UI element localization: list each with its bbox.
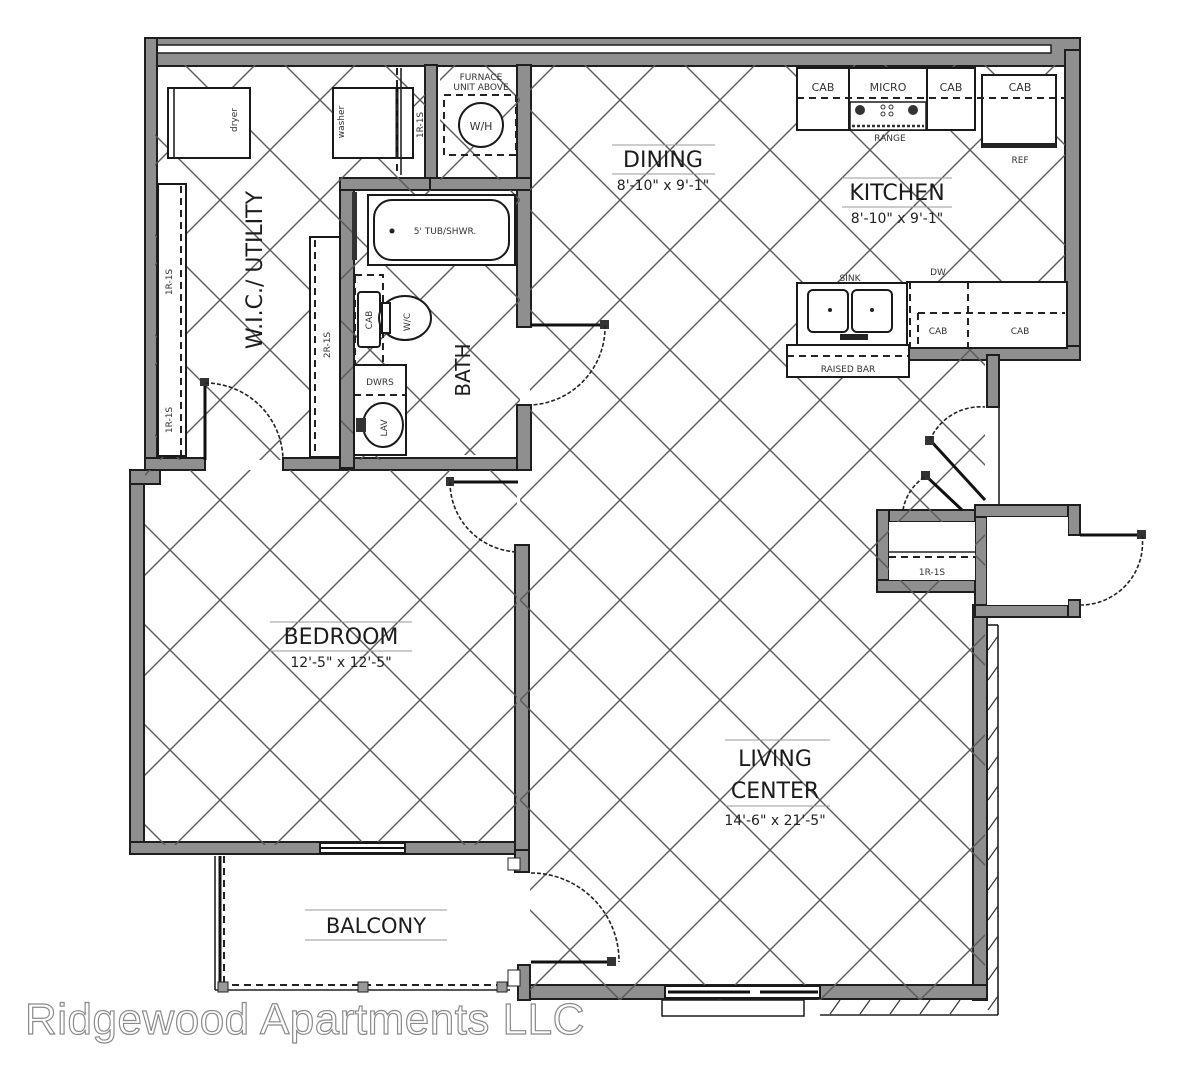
bath-cab-label: CAB bbox=[365, 311, 375, 330]
kitchen-upper-cabinets: CAB MICRO CAB CAB RANGE REF bbox=[796, 67, 1065, 166]
toilet: CAB W/C bbox=[354, 274, 432, 366]
cab-label: CAB bbox=[812, 81, 835, 94]
dw-label: DW bbox=[930, 268, 946, 278]
room-label-living: LIVING CENTER 14'-6" x 21'-5" bbox=[724, 739, 830, 829]
cab-label: CAB bbox=[929, 327, 948, 337]
furnace-label-2: UNIT ABOVE bbox=[453, 83, 509, 93]
balcony bbox=[214, 856, 521, 993]
tub-label: 5' TUB/SHWR. bbox=[414, 227, 477, 237]
shelf-label: 1R-1S bbox=[165, 407, 175, 434]
room-dimensions: 8'-10" x 9'-1" bbox=[617, 178, 709, 194]
micro-label: MICRO bbox=[870, 81, 907, 94]
room-label-kitchen: KITCHEN 8'-10" x 9'-1" bbox=[842, 177, 952, 227]
kitchen-counter: SINK DW CAB CAB RAISED BAR bbox=[786, 268, 1068, 378]
ref-label: REF bbox=[1011, 156, 1028, 166]
room-label-bath: BATH bbox=[451, 343, 475, 396]
range-label: RANGE bbox=[874, 134, 906, 144]
water-heater-label: W/H bbox=[470, 120, 493, 133]
cab-label: CAB bbox=[1009, 81, 1032, 94]
room-name: LIVING bbox=[738, 747, 812, 772]
cab-label: CAB bbox=[1011, 327, 1030, 337]
doors bbox=[200, 320, 1146, 966]
shelf-label: 1R-1S bbox=[165, 269, 175, 296]
room-dimensions: 12'-5" x 12'-5" bbox=[290, 655, 391, 671]
room-name: DINING bbox=[623, 148, 703, 173]
room-name: BALCONY bbox=[326, 914, 426, 938]
room-name-line2: CENTER bbox=[731, 779, 819, 804]
sink-label: SINK bbox=[839, 274, 861, 284]
room-name: BEDROOM bbox=[284, 625, 399, 650]
furnace-label: FURNACE bbox=[460, 73, 503, 83]
room-label-wic-utility: W.I.C./ UTILITY bbox=[243, 190, 268, 349]
lavatory-label: LAV bbox=[380, 419, 390, 437]
shelf-label: 2R-1S bbox=[323, 332, 333, 359]
room-name: KITCHEN bbox=[849, 181, 944, 206]
shelf-label: 1R-1S bbox=[416, 112, 426, 139]
room-label-bedroom: BEDROOM 12'-5" x 12'-5" bbox=[270, 621, 412, 671]
exterior-hatch bbox=[820, 624, 999, 1016]
room-name: BATH bbox=[451, 343, 475, 396]
room-name: W.I.C./ UTILITY bbox=[243, 190, 268, 349]
windows bbox=[319, 842, 821, 1017]
room-dimensions: 14'-6" x 21'-5" bbox=[724, 813, 825, 829]
raised-bar-label: RAISED BAR bbox=[821, 365, 875, 375]
cab-label: CAB bbox=[940, 81, 963, 94]
room-label-dining: DINING 8'-10" x 9'-1" bbox=[612, 144, 715, 194]
drawers-label: DWRS bbox=[366, 378, 394, 388]
vanity: DWRS LAV bbox=[353, 364, 407, 456]
toilet-label: W/C bbox=[403, 313, 413, 331]
watermark: Ridgewood Apartments LLC bbox=[24, 994, 585, 1044]
dryer-label: dryer bbox=[230, 108, 240, 132]
water-heater: W/H FURNACE UNIT ABOVE bbox=[443, 73, 517, 156]
room-label-balcony: BALCONY bbox=[305, 909, 447, 941]
bathtub: 5' TUB/SHWR. bbox=[352, 192, 516, 266]
dryer: dryer bbox=[167, 87, 251, 159]
room-dimensions: 8'-10" x 9'-1" bbox=[851, 211, 943, 227]
washer-label: washer bbox=[337, 105, 347, 138]
entry-closet: 1R-1S bbox=[889, 517, 1068, 605]
shelf-label: 1R-1S bbox=[919, 568, 946, 578]
